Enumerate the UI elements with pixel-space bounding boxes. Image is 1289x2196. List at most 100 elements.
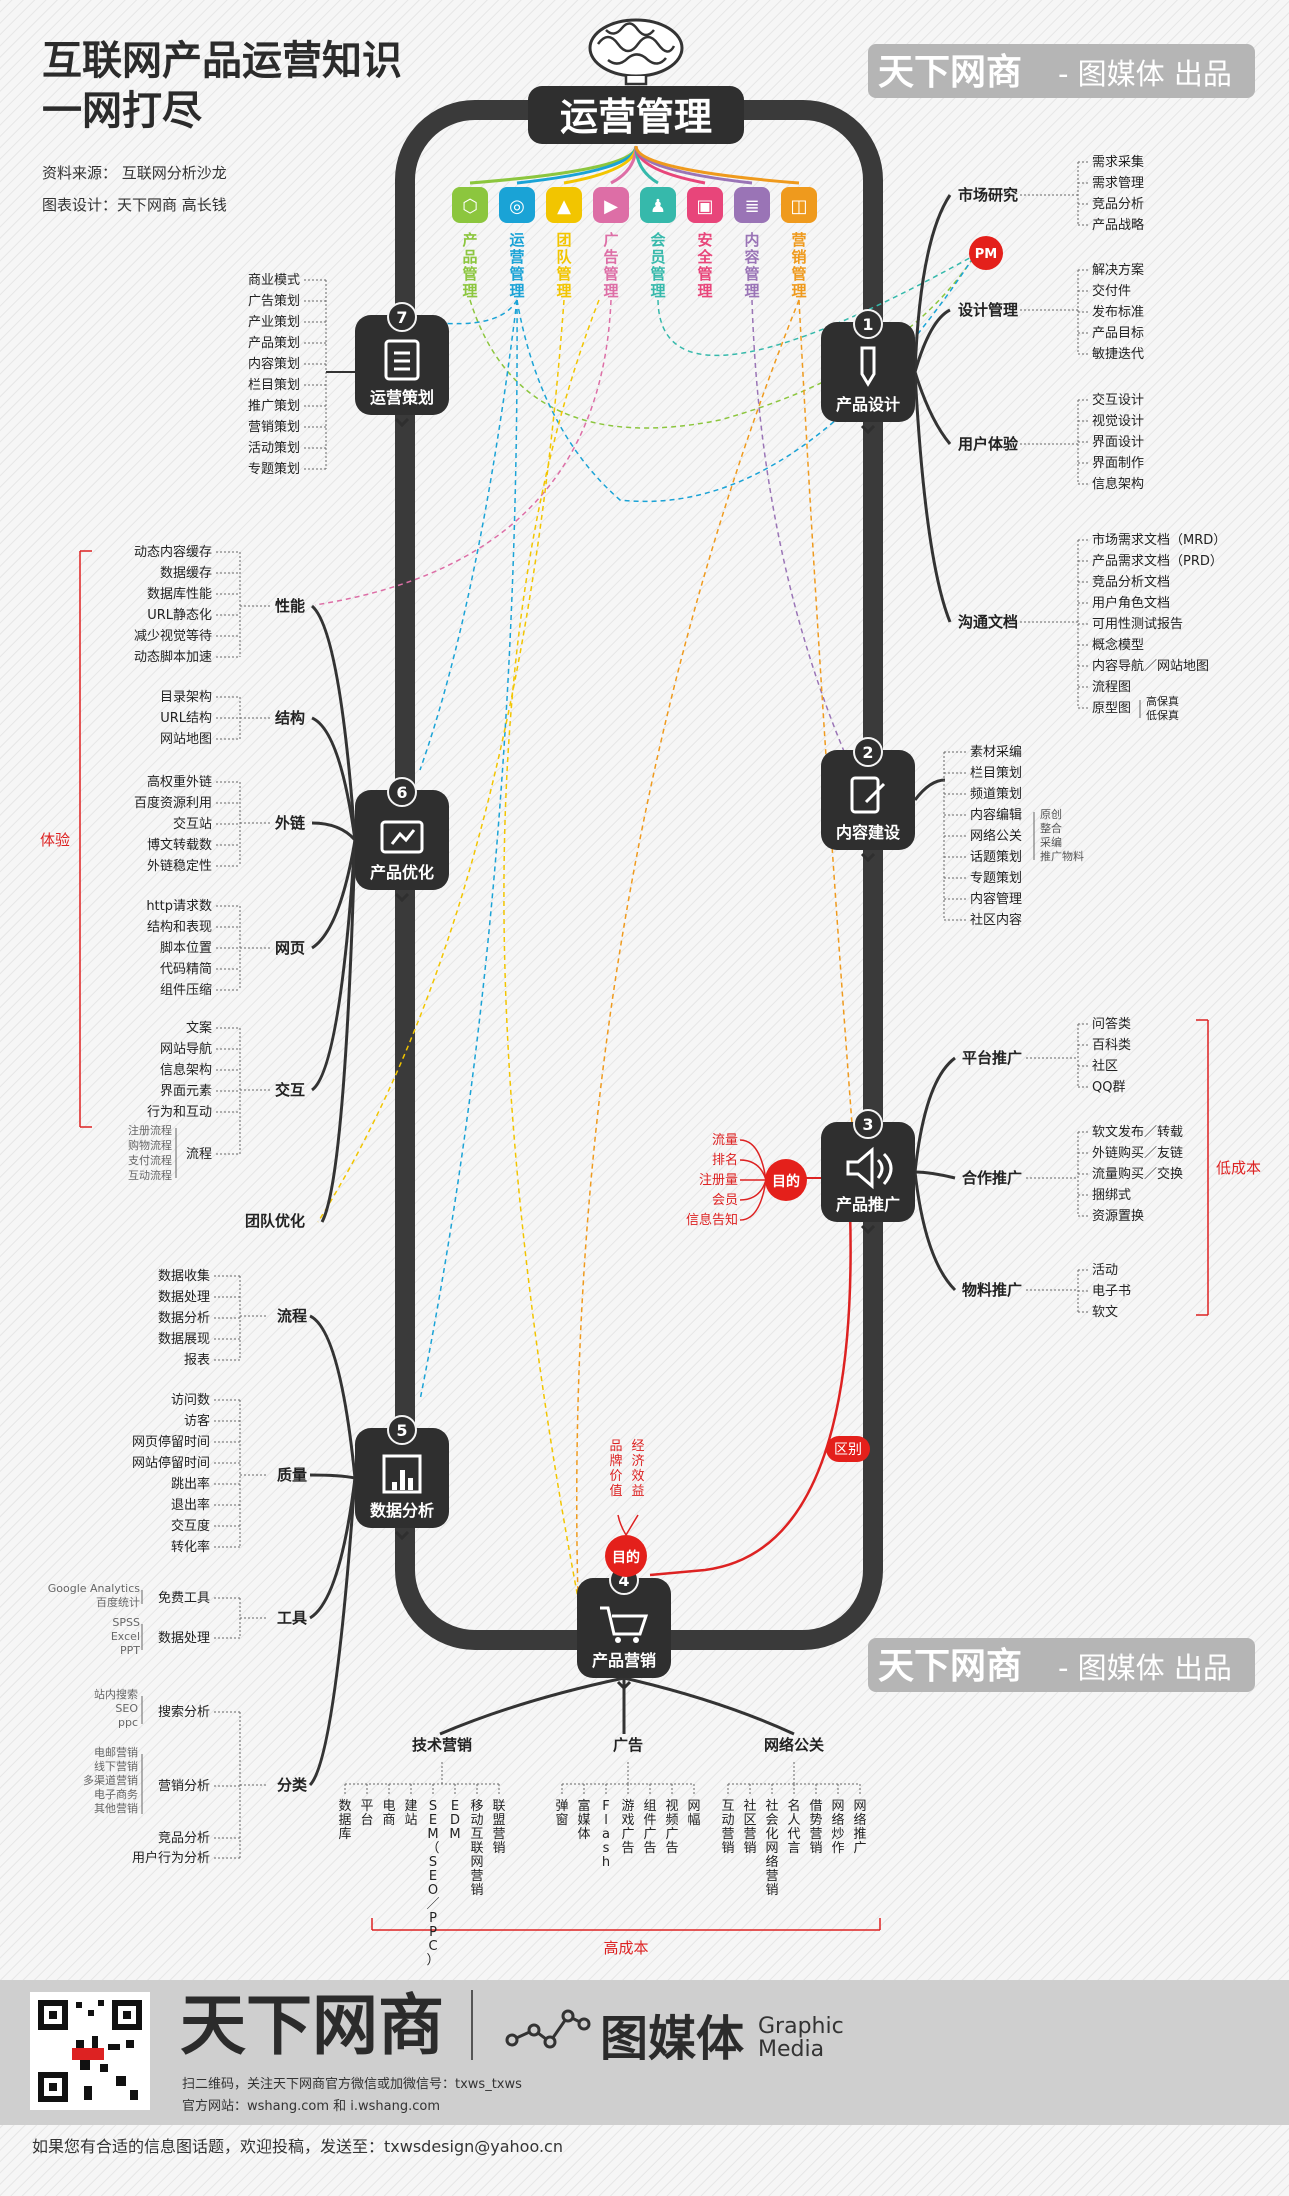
svg-text:幅: 幅	[687, 1813, 700, 1828]
n6-item: 减少视觉等待	[134, 628, 212, 644]
step-number: 7	[396, 308, 407, 327]
connector-curve	[311, 821, 357, 842]
n7-item: 活动策划	[248, 440, 300, 456]
svg-text:团: 团	[556, 231, 571, 249]
svg-text:会: 会	[765, 1813, 778, 1828]
connector-curve	[469, 254, 976, 429]
n6-item: 网站地图	[160, 732, 212, 747]
connector-curve	[308, 1477, 357, 1787]
n2-item: 网络公关	[970, 828, 1022, 844]
list-item: 流量购买／交换	[1092, 1166, 1183, 1182]
svg-text:广: 广	[621, 1827, 634, 1842]
speaker-icon	[846, 1146, 893, 1190]
list-item: 外链购买／友链	[1092, 1145, 1183, 1161]
marketing-sub: 多渠道营销	[83, 1773, 138, 1787]
n6-item: 结构和表现	[147, 920, 212, 935]
category-1: ◎运营管理	[499, 187, 535, 300]
svg-text:化: 化	[765, 1827, 778, 1842]
n5-item: 搜索分析	[158, 1705, 210, 1720]
n3-goal-item: 注册量	[699, 1173, 738, 1188]
n5-item: 竞品分析	[158, 1830, 210, 1846]
title-line1: 互联网产品运营知识	[42, 38, 402, 84]
brand-badge-top-rest: - 图媒体 出品	[1058, 57, 1232, 91]
footer-contribute-text: 如果您有合适的信息图话题，欢迎投稿，发送至：txwsdesign@yahoo.c…	[32, 2137, 563, 2156]
n6-item: 信息架构	[160, 1062, 212, 1078]
svg-text:销: 销	[809, 1841, 822, 1856]
pen-icon	[860, 346, 876, 387]
step-label: 产品优化	[370, 863, 434, 882]
svg-text:牌: 牌	[609, 1453, 622, 1469]
n6-item: 界面元素	[160, 1084, 212, 1099]
svg-text:动: 动	[470, 1813, 483, 1828]
qr-code-icon	[30, 1992, 150, 2110]
svg-text:管: 管	[744, 265, 759, 283]
list-item: 信息架构	[1092, 476, 1144, 492]
n7-item: 商业模式	[248, 273, 300, 288]
optimize-icon	[380, 820, 424, 854]
svg-text:a: a	[602, 1827, 610, 1842]
svg-text:移: 移	[470, 1799, 483, 1814]
n6-item: 脚本位置	[160, 940, 212, 956]
n5-item: 交互度	[171, 1518, 210, 1534]
step-number: 1	[862, 315, 873, 334]
n3-goal-item: 流量	[712, 1133, 738, 1148]
connector-curve	[914, 1170, 956, 1180]
n5-item: 用户行为分析	[132, 1850, 210, 1866]
svg-text:销: 销	[743, 1841, 756, 1856]
svg-text:队: 队	[556, 248, 572, 266]
svg-text:管: 管	[650, 265, 665, 283]
svg-text:网: 网	[831, 1799, 844, 1814]
step-label: 内容建设	[836, 823, 901, 842]
designer-text: 图表设计：天下网商 高长钱	[42, 196, 227, 214]
marketing-sub: 其他营销	[94, 1801, 138, 1815]
list-item: 原型图	[1092, 701, 1131, 716]
n6-item: 文案	[186, 1021, 212, 1036]
tool-sub: 百度统计	[96, 1595, 140, 1609]
list-item: 产品战略	[1092, 217, 1144, 233]
step-number: 2	[862, 743, 873, 762]
edit-sub: 整合	[1040, 821, 1062, 835]
n6-item: 交互站	[173, 816, 212, 832]
list-item: 活动	[1092, 1263, 1118, 1278]
list-item: QQ群	[1092, 1080, 1125, 1095]
n6-item: 博文转载数	[147, 838, 212, 853]
svg-text:联: 联	[470, 1841, 483, 1856]
n4-item: SEM（SEO／PPC）	[426, 1799, 439, 1968]
step-number: 4	[618, 1571, 629, 1590]
svg-text:营: 营	[791, 231, 806, 249]
svg-text:P: P	[429, 1911, 437, 1926]
n7-item: 广告策划	[248, 293, 300, 309]
footer-brand: 天下网商	[180, 1987, 444, 2064]
step-number: 6	[396, 783, 407, 802]
step-label: 产品设计	[836, 395, 900, 414]
list-item: 软文	[1092, 1305, 1118, 1320]
n6-item: http请求数	[146, 899, 212, 914]
svg-text:理: 理	[603, 282, 618, 300]
connector-curve	[309, 1473, 356, 1480]
pm-label: PM	[975, 247, 997, 262]
n4-item: 弹窗	[555, 1799, 568, 1828]
svg-text:管: 管	[462, 265, 477, 283]
svg-text:理: 理	[744, 282, 759, 300]
connector-curve	[913, 1056, 956, 1173]
svg-text:D: D	[450, 1813, 460, 1828]
lock-icon: ▣	[696, 196, 713, 217]
svg-text:广: 广	[665, 1827, 678, 1842]
brand-badge-bottom-name: 天下网商	[878, 1646, 1022, 1687]
n4-group-label: 广告	[613, 1736, 643, 1754]
team-icon: ▲	[557, 196, 571, 217]
source-text: 资料来源： 互联网分析沙龙	[42, 164, 227, 182]
svg-text:管: 管	[791, 265, 806, 283]
svg-text:建: 建	[404, 1799, 417, 1814]
svg-text:富: 富	[577, 1798, 590, 1814]
tv-icon: ▶	[604, 196, 618, 217]
